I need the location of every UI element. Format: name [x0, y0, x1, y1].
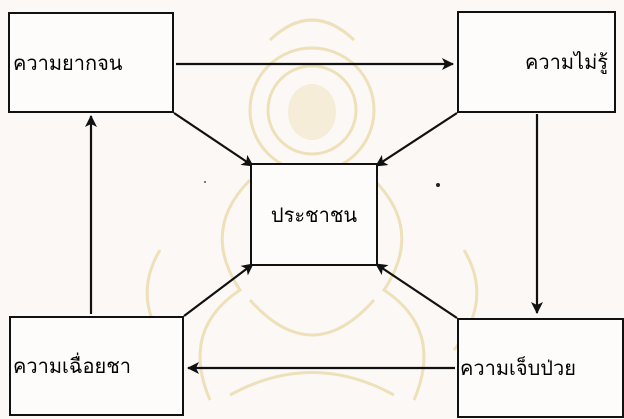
stray-dot	[436, 183, 440, 187]
node-apathy-label: ความเฉื่อยชา	[13, 354, 132, 378]
arrow-poverty-to-people	[173, 112, 254, 167]
node-ignorance: ความไม่รู้	[457, 11, 616, 113]
arrow-apathy-to-people	[183, 263, 254, 317]
arrow-ignorance-to-people	[375, 112, 458, 167]
edges-layer	[85, 58, 543, 374]
arrow-illness-to-people	[375, 263, 458, 319]
node-people-label: ประชาชน	[270, 202, 358, 227]
node-poverty-label: ความยากจน	[13, 50, 123, 75]
node-poverty: ความยากจน	[8, 12, 174, 113]
node-illness-label: ความเจ็บป่วย	[460, 356, 576, 380]
node-apathy: ความเฉื่อยชา	[9, 316, 184, 416]
node-ignorance-label: ความไม่รู้	[524, 50, 608, 74]
node-people: ประชาชน	[250, 163, 378, 266]
stray-dot	[204, 181, 206, 183]
node-illness: ความเจ็บป่วย	[457, 318, 624, 418]
